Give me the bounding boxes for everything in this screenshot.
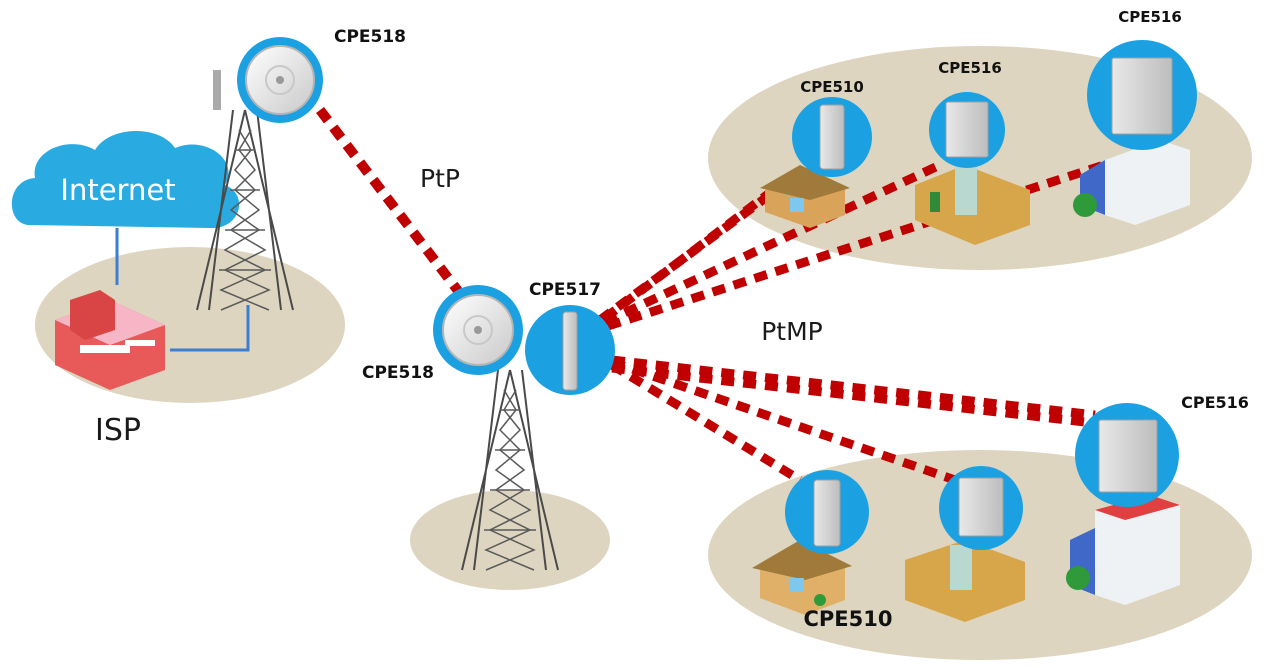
cpe510-upper-panel-antenna-icon — [792, 97, 872, 177]
lower-house-left-icon — [752, 540, 852, 615]
cpe517-panel-antenna-icon — [525, 305, 615, 395]
internet-label: Internet — [60, 173, 175, 207]
upper-house-left-icon — [760, 165, 850, 228]
ptmp-link-lower-2 — [610, 357, 957, 485]
ptmp-link-upper-3 — [606, 150, 1137, 331]
ptmp-link-upper-4 — [602, 181, 783, 322]
cpe518-top-label: CPE518 — [334, 27, 406, 47]
tower-ground — [410, 490, 610, 590]
ptmp-link-lower-1 — [611, 355, 1096, 420]
isp-building-icon — [55, 290, 165, 390]
cpe516-upper-mid-label: CPE516 — [938, 59, 1002, 77]
upper-building-right-icon — [1073, 140, 1190, 225]
cpe516-lower-right-label: CPE516 — [1181, 393, 1249, 412]
ptp-link — [316, 106, 469, 304]
ptmp-link-lower-4 — [611, 363, 1086, 427]
cpe510-upper-label: CPE510 — [800, 78, 864, 96]
cpe510-lower-label: CPE510 — [804, 607, 893, 631]
upper-house-mid-icon — [915, 165, 1030, 245]
cpe517-label: CPE517 — [529, 280, 601, 300]
lower-house-mid-icon — [905, 540, 1025, 622]
cpe510-lower-panel-antenna-icon — [785, 470, 869, 554]
isp-label: ISP — [95, 413, 141, 448]
lower-building-right-icon — [1066, 495, 1180, 605]
internet-cloud-icon: Internet — [11, 130, 240, 229]
ptmp-label: PtMP — [761, 317, 823, 346]
ptmp-links — [597, 150, 1137, 485]
ptmp-link-upper-2 — [603, 160, 942, 327]
cpe516-lower-right-panel-antenna-icon — [1075, 403, 1179, 507]
ptmp-link-lower-3 — [609, 361, 803, 484]
cpe518-top-dish-icon — [237, 37, 323, 123]
cpe516-lower-mid-panel-antenna-icon — [939, 466, 1023, 550]
cpe516-upper-mid-panel-antenna-icon — [929, 92, 1005, 168]
cpe516-upper-right-label: CPE516 — [1118, 8, 1182, 26]
cpe516-upper-right-panel-antenna-icon — [1087, 40, 1197, 150]
cpe518-mid-dish-icon — [433, 285, 523, 375]
cpe518-mid-label: CPE518 — [362, 363, 434, 383]
ptp-label: PtP — [420, 164, 460, 193]
